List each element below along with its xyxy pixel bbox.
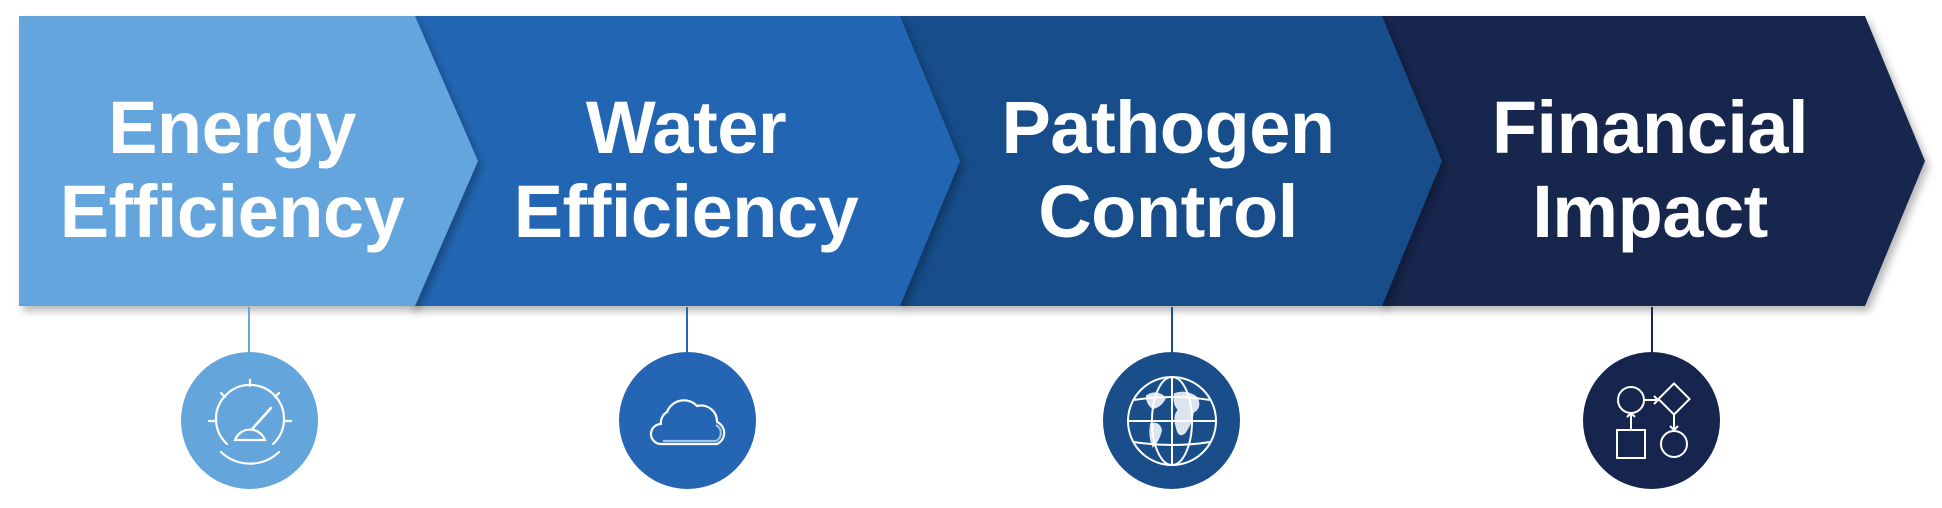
step-water-efficiency-label: Water Efficiency [476, 80, 896, 260]
connector-energy [248, 307, 250, 352]
step-line1: Pathogen [1001, 86, 1335, 169]
chevron-pathogen-control [900, 16, 1442, 306]
gauge-icon [207, 378, 292, 465]
step-line2: Efficiency [513, 170, 859, 253]
step-energy-efficiency-label: Energy Efficiency [22, 80, 442, 260]
step-line1: Water [585, 86, 787, 169]
financial-icon-circle [1583, 352, 1720, 489]
chevron-financial-impact [1380, 16, 1925, 306]
step-line1: Financial [1491, 86, 1809, 169]
cloud-icon [649, 398, 725, 445]
globe-icon [1126, 375, 1217, 466]
step-line2: Efficiency [59, 170, 405, 253]
connector-water [686, 307, 688, 352]
step-line2: Impact [1532, 170, 1768, 253]
flowchart-icon [1615, 381, 1691, 459]
energy-icon-circle [181, 352, 318, 489]
connector-pathogen [1171, 307, 1173, 352]
pathogen-icon-circle [1103, 352, 1240, 489]
water-icon-circle [619, 352, 756, 489]
step-pathogen-control-label: Pathogen Control [958, 80, 1378, 260]
chevron-energy-efficiency [19, 16, 478, 306]
step-line2: Control [1038, 170, 1298, 253]
step-financial-impact-label: Financial Impact [1440, 80, 1860, 260]
step-line1: Energy [108, 86, 356, 169]
chevron-water-efficiency [410, 16, 960, 306]
connector-financial [1651, 307, 1653, 352]
